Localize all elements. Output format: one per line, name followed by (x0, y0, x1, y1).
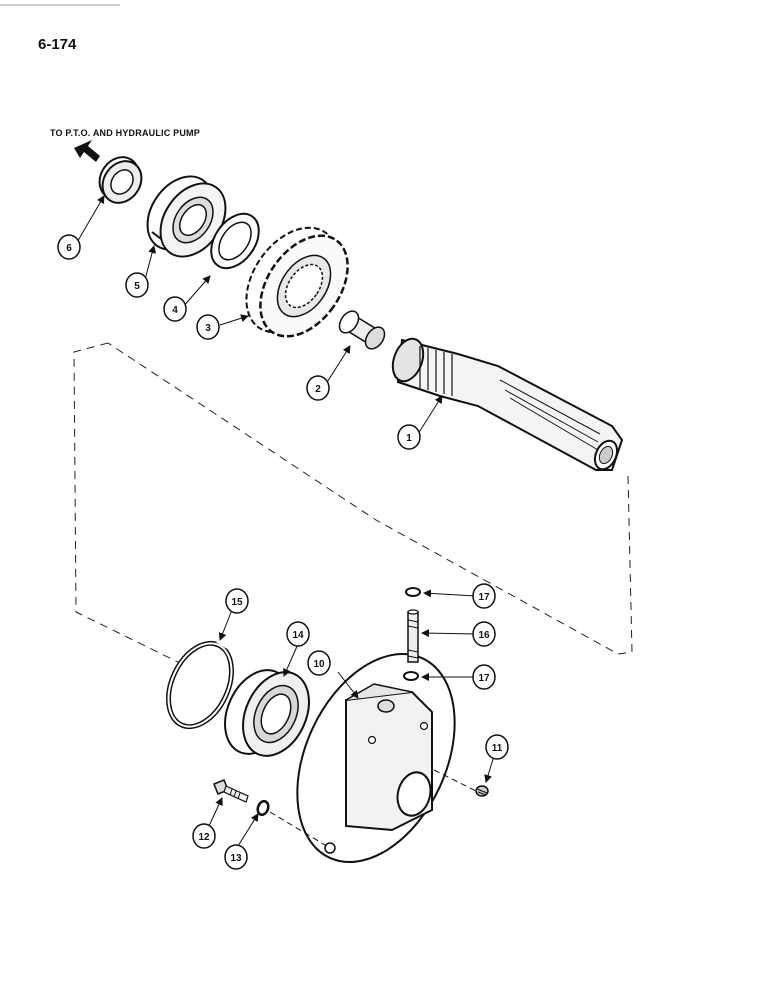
arrow-up-left-icon (74, 140, 100, 162)
phantom-line (73, 342, 633, 665)
svg-text:17: 17 (478, 673, 490, 684)
callout-2: 2 (306, 375, 330, 401)
callout-6: 6 (57, 234, 81, 260)
part-shaft (391, 337, 624, 471)
callout-16: 16 (472, 621, 496, 647)
part-cap-screw (213, 779, 249, 803)
callout-4: 4 (163, 296, 187, 322)
svg-text:2: 2 (315, 384, 321, 395)
svg-text:6: 6 (66, 243, 72, 254)
part-snap-ring (166, 637, 234, 730)
svg-text:5: 5 (134, 281, 140, 292)
callout-17-lower: 17 (472, 664, 496, 690)
hidden-line (433, 769, 479, 793)
part-bushing (338, 310, 386, 350)
part-lock-washer (256, 799, 270, 817)
callout-13: 13 (224, 844, 248, 870)
svg-text:4: 4 (172, 305, 178, 316)
direction-label: TO P.T.O. AND HYDRAULIC PUMP (50, 128, 200, 138)
svg-text:15: 15 (231, 597, 243, 608)
svg-text:13: 13 (230, 853, 242, 864)
callout-11: 11 (485, 734, 509, 760)
callout-10: 10 (307, 650, 331, 676)
callout-5: 5 (125, 272, 149, 298)
svg-text:3: 3 (205, 323, 211, 334)
svg-text:14: 14 (292, 630, 304, 641)
page-number: 6-174 (38, 36, 77, 53)
callout-17-upper: 17 (472, 583, 496, 609)
svg-text:11: 11 (492, 743, 503, 754)
svg-text:1: 1 (406, 433, 412, 444)
part-gear (245, 226, 349, 338)
part-roller-bearing (224, 669, 310, 757)
part-lock-nut (98, 156, 143, 204)
part-o-ring-upper (405, 587, 421, 597)
part-plug (475, 785, 489, 797)
callout-3: 3 (196, 314, 220, 340)
svg-text:17: 17 (478, 592, 490, 603)
svg-text:12: 12 (198, 832, 210, 843)
leader-lines (75, 195, 495, 847)
svg-text:16: 16 (478, 630, 490, 641)
callout-1: 1 (397, 424, 421, 450)
part-thrust-washer (210, 212, 260, 270)
part-housing-plate (296, 653, 456, 863)
part-ball-bearing (146, 175, 227, 258)
hidden-line (269, 811, 331, 849)
svg-text:10: 10 (313, 659, 325, 670)
part-stud (407, 609, 419, 663)
part-o-ring-lower (403, 671, 419, 681)
callout-14: 14 (286, 621, 310, 647)
callout-12: 12 (192, 823, 216, 849)
callout-15: 15 (225, 588, 249, 614)
